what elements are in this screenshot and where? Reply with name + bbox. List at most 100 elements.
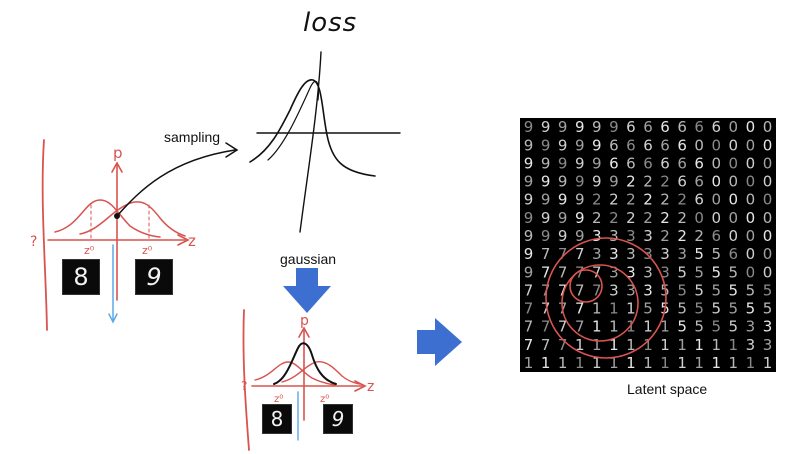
latent-digit: 9: [524, 227, 534, 245]
latent-digit: 1: [694, 354, 704, 372]
latent-digit: 6: [660, 118, 670, 136]
latent-digit: 3: [660, 245, 670, 263]
latent-digit: 0: [763, 136, 773, 154]
latent-digit: 7: [558, 281, 568, 299]
latent-digit: 5: [694, 281, 704, 299]
latent-digit: 7: [524, 318, 534, 336]
latent-digit: 9: [524, 136, 534, 154]
latent-digit: 9: [575, 227, 585, 245]
latent-digit: 5: [677, 281, 687, 299]
latent-digit: 6: [711, 118, 721, 136]
latent-digit: 0: [746, 227, 756, 245]
latent-digit: 0: [746, 245, 756, 263]
digit-thumbnail-9-bottom: 9: [323, 404, 353, 434]
latent-digit: 2: [626, 209, 636, 227]
digit-thumbnail-8: 8: [62, 259, 100, 295]
bottom-black-gaussian: [273, 342, 337, 385]
latent-digit: 9: [524, 245, 534, 263]
latent-digit: 6: [660, 154, 670, 172]
latent-space-label: Latent space: [627, 381, 708, 397]
latent-digit: 3: [609, 227, 619, 245]
latent-digit: 9: [575, 191, 585, 209]
highlight-circle: [569, 269, 603, 303]
latent-digit: 3: [609, 281, 619, 299]
latent-digit: 0: [711, 173, 721, 191]
latent-digit: 7: [575, 245, 585, 263]
latent-digit: 7: [541, 245, 551, 263]
bottom-p-label: p: [300, 313, 309, 329]
latent-digit: 1: [660, 318, 670, 336]
latent-digit: 6: [626, 154, 636, 172]
left-q-label: ?: [30, 234, 37, 250]
latent-digit: 5: [763, 281, 773, 299]
latent-digit: 1: [694, 336, 704, 354]
bottom-z-axis-arrow: [354, 380, 367, 392]
latent-digit: 0: [711, 136, 721, 154]
latent-digit: 3: [592, 245, 602, 263]
left-z0-label-a: z⁰: [84, 244, 95, 257]
latent-digit: 0: [729, 154, 739, 172]
latent-digit: 7: [541, 263, 551, 281]
left-gaussian-2: [79, 201, 186, 237]
latent-digit: 3: [763, 318, 773, 336]
latent-digit: 3: [677, 245, 687, 263]
latent-digit: 5: [746, 300, 756, 318]
latent-digit: 1: [711, 354, 721, 372]
highlight-circle: [545, 237, 667, 359]
latent-digit: 9: [558, 118, 568, 136]
bottom-z-label: z: [367, 379, 374, 395]
latent-digit: 5: [763, 300, 773, 318]
latent-digit: 6: [677, 136, 687, 154]
latent-digit: 9: [541, 173, 551, 191]
latent-digit: 5: [694, 245, 704, 263]
latent-digit: 1: [592, 300, 602, 318]
latent-digit: 1: [660, 354, 670, 372]
latent-digit: 1: [558, 354, 568, 372]
latent-digit: 3: [626, 281, 636, 299]
bottom-latent-sketch: p z ? z⁰ z⁰: [241, 309, 374, 451]
latent-digit: 3: [626, 245, 636, 263]
latent-digit: 3: [746, 318, 756, 336]
latent-digit: 2: [660, 173, 670, 191]
latent-digit: 0: [763, 118, 773, 136]
latent-digit: 0: [729, 118, 739, 136]
latent-digit: 0: [746, 209, 756, 227]
latent-digit: 1: [592, 354, 602, 372]
loss-label: loss: [303, 8, 358, 38]
latent-digit: 0: [694, 209, 704, 227]
latent-digit: 9: [558, 136, 568, 154]
latent-digit: 9: [541, 227, 551, 245]
bottom-z0-label-a: z⁰: [274, 394, 283, 405]
latent-digit: 6: [711, 227, 721, 245]
latent-digit: 0: [711, 209, 721, 227]
latent-digit: 9: [575, 118, 585, 136]
latent-digit: 6: [677, 154, 687, 172]
latent-digit: 5: [729, 281, 739, 299]
latent-digit: 6: [643, 154, 653, 172]
latent-digit: 2: [643, 173, 653, 191]
latent-digit: 5: [711, 245, 721, 263]
latent-digit: 0: [729, 191, 739, 209]
latent-digit: 9: [541, 136, 551, 154]
latent-digit: 9: [524, 154, 534, 172]
latent-digit: 2: [626, 173, 636, 191]
latent-digit: 7: [541, 318, 551, 336]
latent-digit: 3: [626, 263, 636, 281]
left-z-axis-arrow: [177, 234, 190, 246]
digit-thumbnail-8-bottom: 8: [262, 404, 292, 434]
latent-digit: 1: [592, 318, 602, 336]
latent-digit: 7: [541, 281, 551, 299]
latent-digit: 5: [711, 300, 721, 318]
latent-digit: 6: [694, 191, 704, 209]
latent-digit: 6: [729, 245, 739, 263]
latent-digit: 1: [626, 300, 636, 318]
loss-sketch: [249, 51, 401, 233]
latent-digit: 5: [677, 318, 687, 336]
latent-digit: 3: [643, 281, 653, 299]
sampling-arrow: [116, 149, 236, 217]
latent-digit: 6: [609, 154, 619, 172]
bottom-red-gaussian-2: [281, 361, 361, 385]
latent-digit: 2: [660, 191, 670, 209]
latent-digit: 9: [575, 136, 585, 154]
